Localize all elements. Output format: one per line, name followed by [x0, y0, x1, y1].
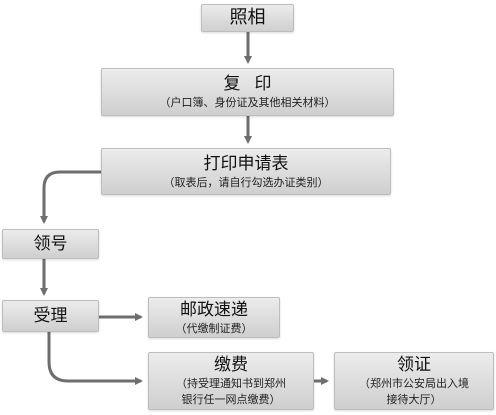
- step-accept-box: 受理: [2, 300, 99, 332]
- step-copy-note: （户口簿、身份证及其他相关材料）: [159, 96, 336, 109]
- step-copy-title: 复印: [223, 74, 286, 94]
- arrow-print-to-number: [40, 170, 101, 224]
- step-accept-title: 受理: [33, 306, 68, 326]
- step-payment-box: 缴费 （持受理通知书到郑州 银行任一网点缴费）: [148, 352, 314, 410]
- step-express-post-box: 邮政速递 （代缴制证费）: [148, 297, 280, 338]
- arrow-accept-to-pay: [47, 332, 143, 385]
- step-photo-title: 照相: [229, 7, 266, 28]
- step-print-form-title: 打印申请表: [203, 153, 289, 174]
- step-photo-box: 照相: [201, 4, 294, 32]
- step-payment-note-line2: 银行任一网点缴费）: [181, 393, 281, 406]
- step-payment-note-line1: （持受理通知书到郑州: [176, 377, 286, 390]
- step-print-form-note: （取表后，请自行勾选办证类别）: [163, 175, 329, 189]
- step-express-post-note: （代缴制证费）: [175, 321, 253, 335]
- step-express-post-title: 邮政速递: [180, 299, 248, 320]
- step-print-form-box: 打印申请表 （取表后，请自行勾选办证类别）: [101, 148, 391, 195]
- step-collect-certificate-box: 领证 （郑州市公安局出入境 接待大厅）: [334, 352, 494, 410]
- step-payment-title: 缴费: [214, 355, 248, 375]
- step-collect-certificate-note-line2: 接待大厅）: [386, 393, 442, 406]
- step-copy-box: 复印 （户口簿、身份证及其他相关材料）: [101, 68, 394, 116]
- step-take-number-title: 领号: [33, 234, 68, 254]
- step-collect-certificate-note-line1: （郑州市公安局出入境: [359, 377, 469, 390]
- step-collect-certificate-title: 领证: [397, 355, 431, 375]
- step-take-number-box: 领号: [2, 229, 99, 259]
